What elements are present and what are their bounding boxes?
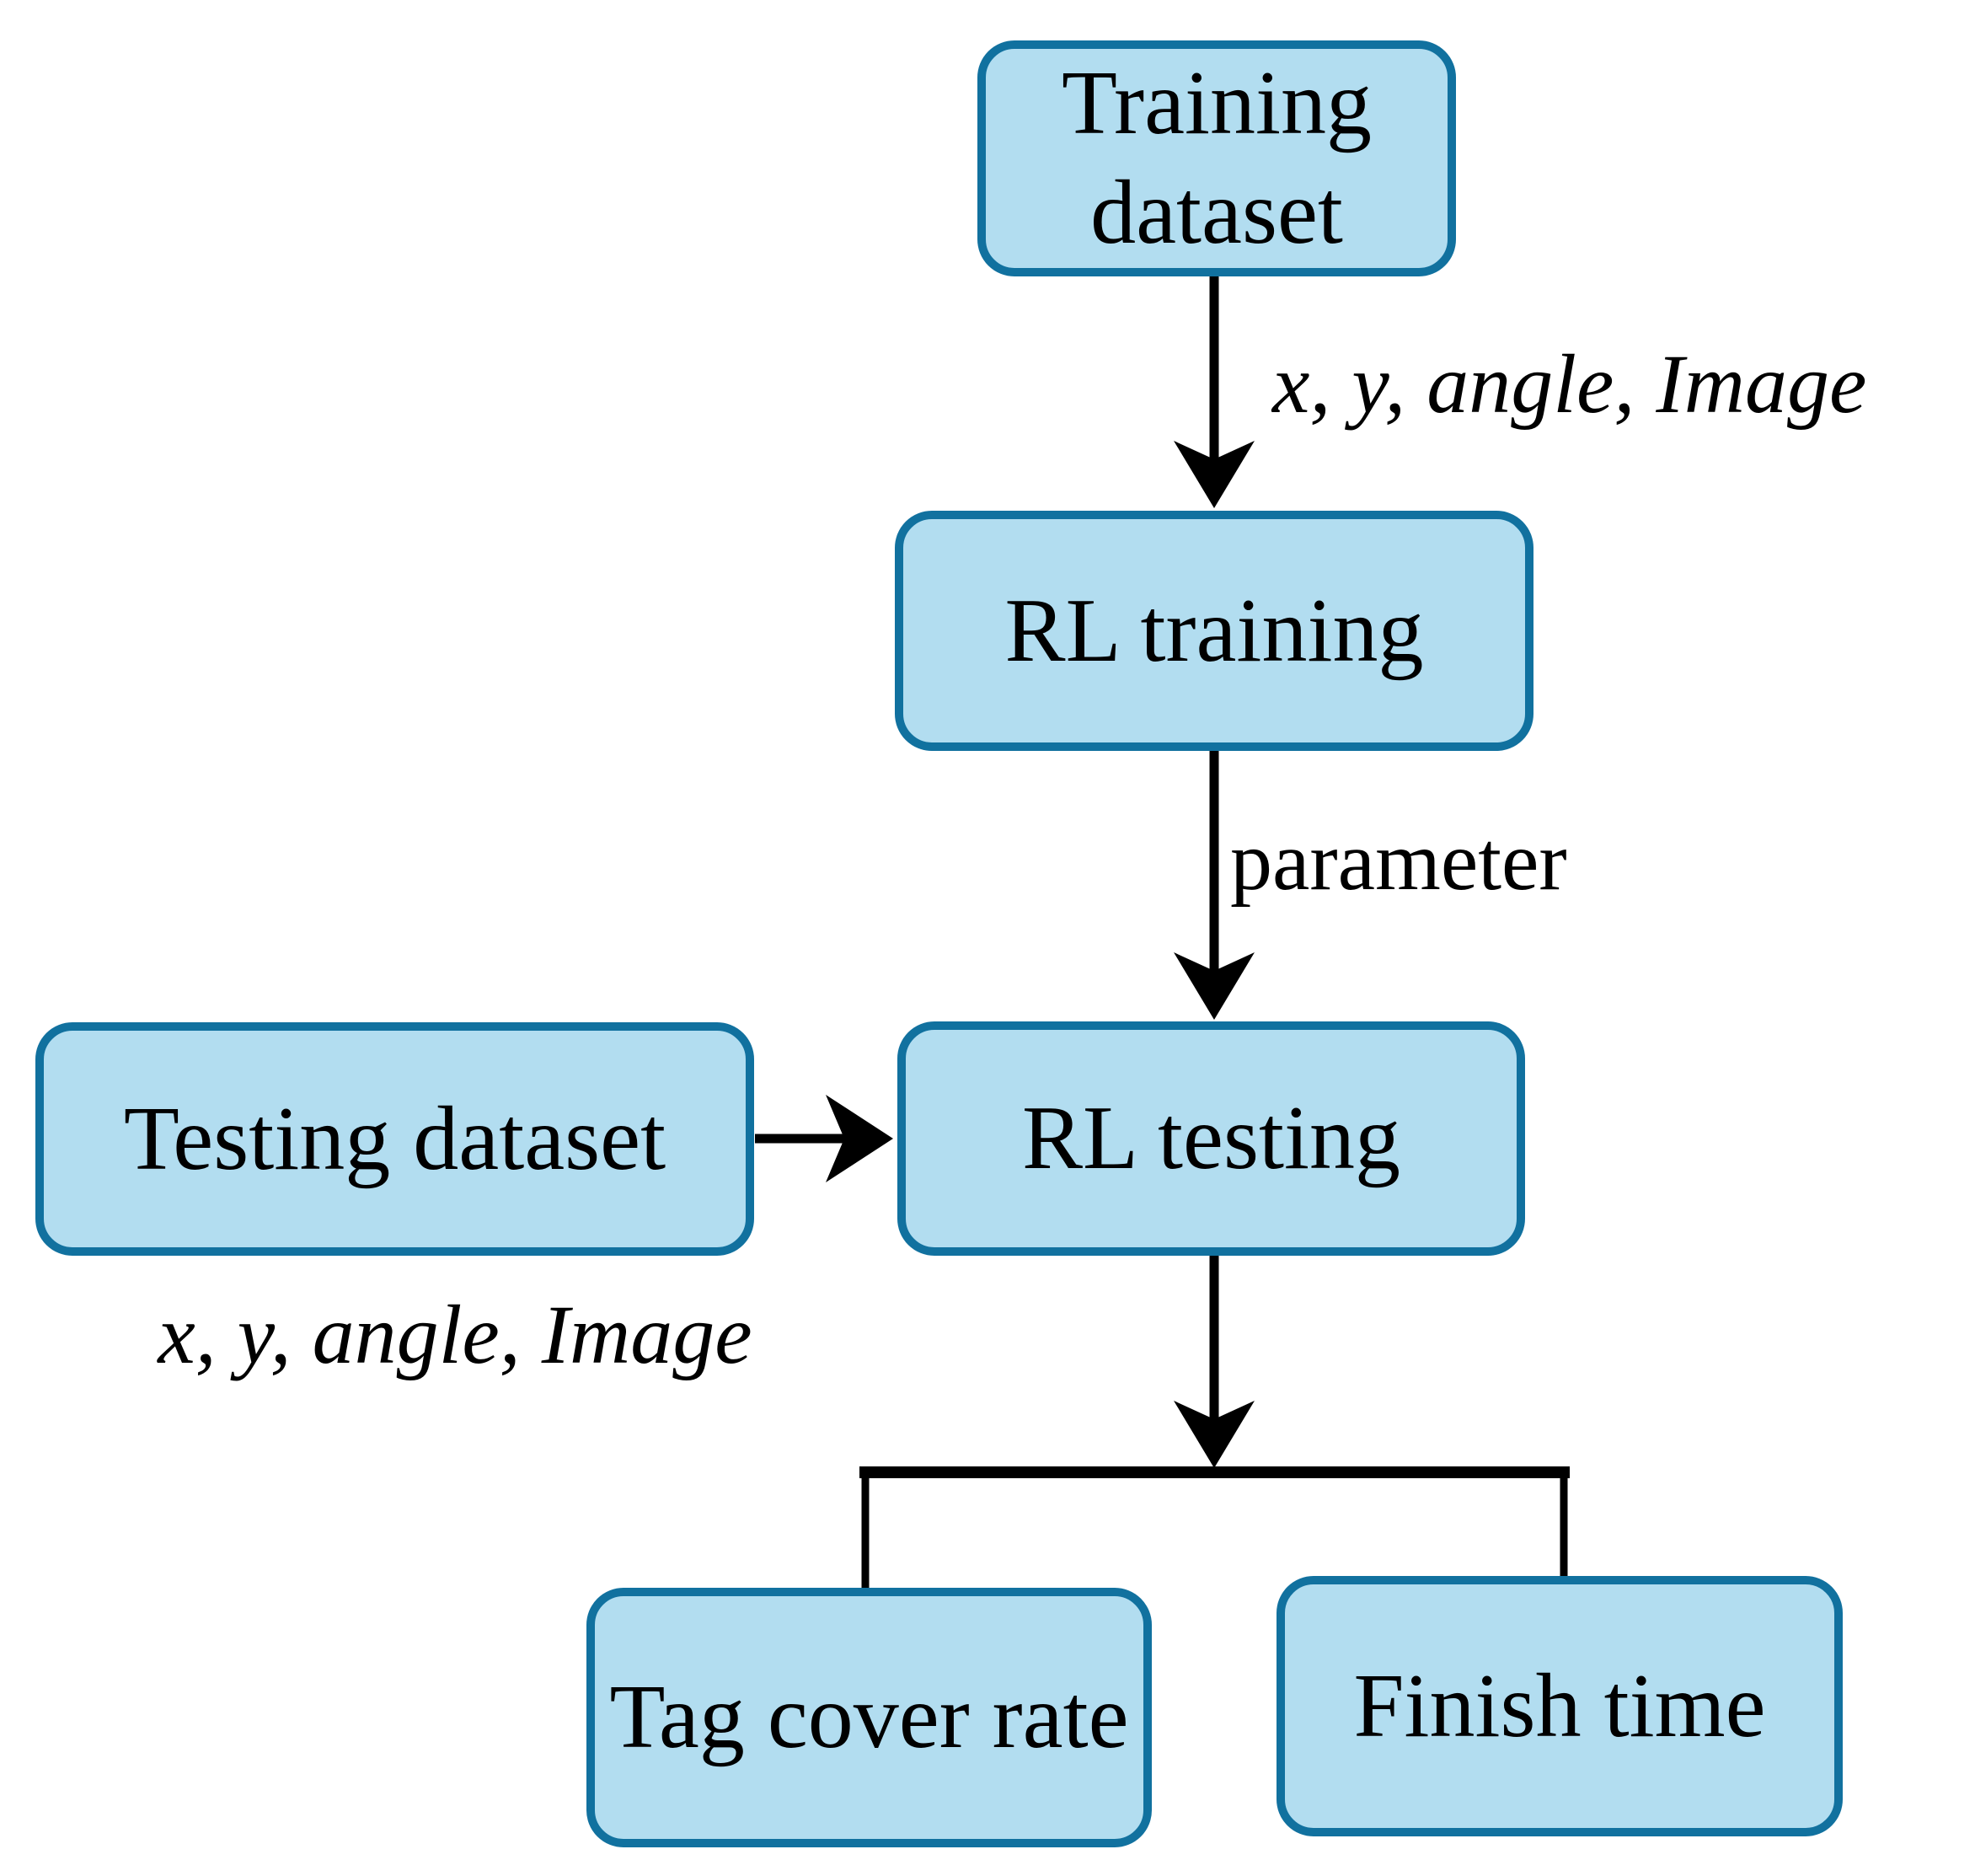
arrow-testing-dataset-to-rl-testing	[755, 1095, 893, 1182]
edge-label-testing-inputs: x, y, angle, Image	[158, 1288, 752, 1381]
node-tag-cover-rate: Tag cover rate	[586, 1588, 1152, 1847]
node-rl-testing-label: RL testing	[1022, 1088, 1400, 1189]
node-training-dataset-label: Training dataset	[1061, 53, 1373, 263]
node-rl-training-label: RL training	[1004, 580, 1424, 681]
node-finish-time: Finish time	[1277, 1576, 1843, 1836]
branch-connector	[859, 1466, 1570, 1595]
node-rl-training: RL training	[895, 511, 1533, 751]
arrow-rl-testing-to-branch	[1174, 1254, 1255, 1468]
node-finish-time-label: Finish time	[1353, 1655, 1766, 1756]
arrow-training-dataset-to-rl-training	[1174, 273, 1255, 508]
node-testing-dataset: Testing dataset	[35, 1022, 754, 1256]
arrow-rl-training-to-rl-testing	[1174, 748, 1255, 1020]
edge-label-parameter: parameter	[1230, 814, 1567, 908]
node-rl-testing: RL testing	[897, 1021, 1525, 1256]
node-testing-dataset-label: Testing dataset	[123, 1088, 666, 1189]
node-training-dataset: Training dataset	[977, 40, 1456, 276]
node-tag-cover-rate-label: Tag cover rate	[609, 1667, 1129, 1768]
edge-label-training-inputs: x, y, angle, Image	[1272, 337, 1867, 431]
